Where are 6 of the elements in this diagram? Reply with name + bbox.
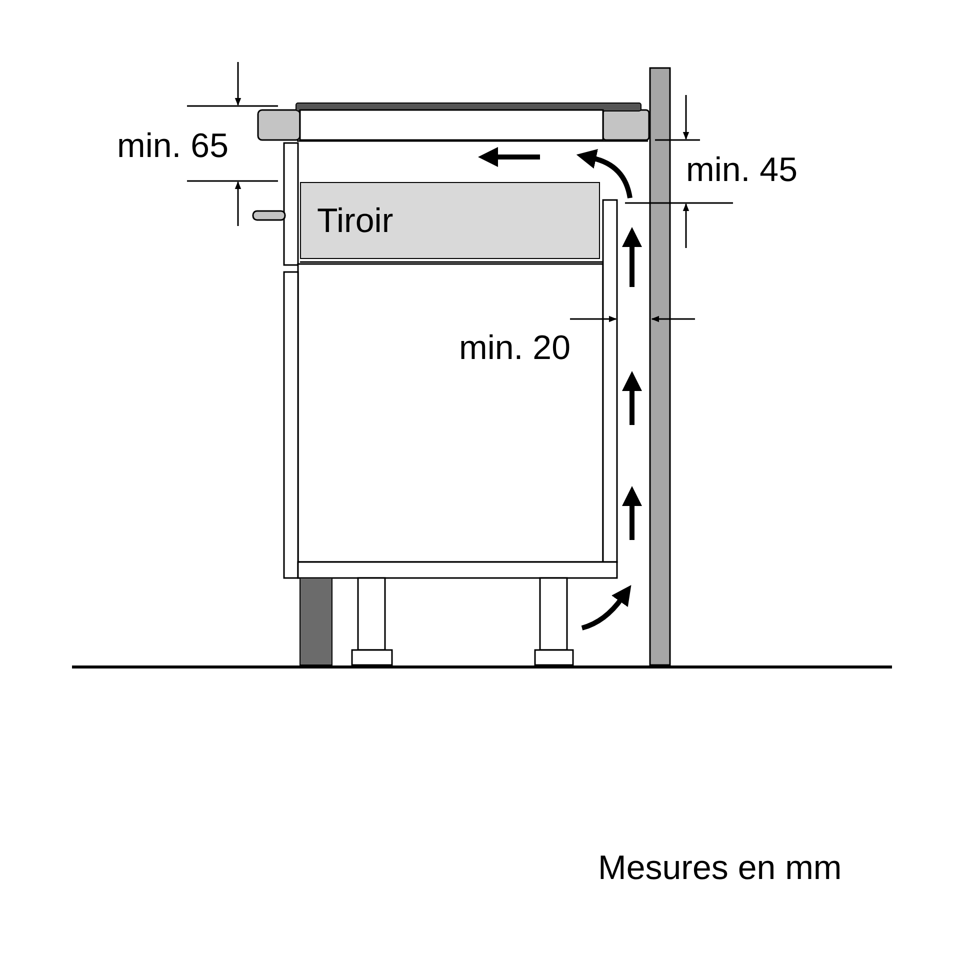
dimension-label: min. 65 — [117, 126, 228, 166]
dimension-label: min. 45 — [686, 150, 798, 190]
units-note: Mesures en mm — [598, 848, 842, 888]
drawer-label: Tiroir — [317, 204, 394, 238]
drawer-box — [300, 182, 600, 259]
dimension-label: min. 20 — [459, 328, 570, 368]
